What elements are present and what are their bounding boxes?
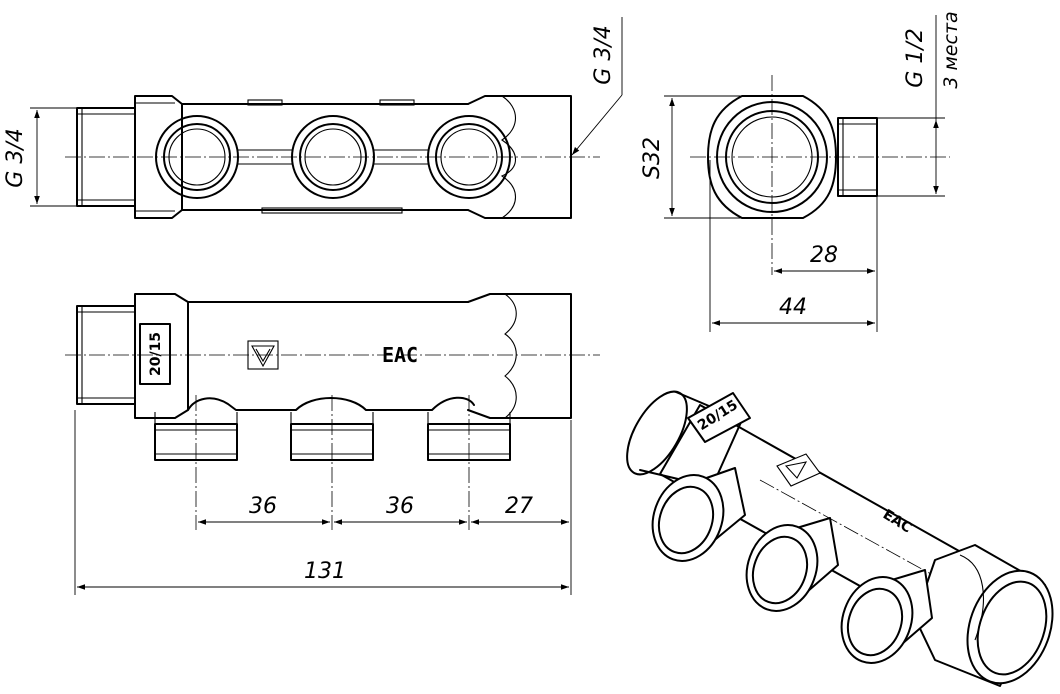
isometric-view: 20/15 EAC [626,390,1054,687]
top-view: G 3/4 G 3/4 [3,17,623,219]
front-view-dim-pitch-2-label: 36 [386,494,414,519]
front-view-size-plate [139,323,171,385]
front-view-outlet-1 [154,395,238,530]
end-view-branch-thread-label: G 1/2 [903,28,928,87]
top-view-right-thread-label: G 3/4 [591,25,616,84]
front-view-right-hex [467,293,572,419]
end-view-hex-outline [707,95,837,219]
front-view: 20/15 EAC [65,293,600,595]
front-view-dim-end-label: 27 [505,494,533,519]
iso-logo [776,453,821,487]
top-view-outlet-3 [427,115,511,199]
front-view-outlet-2 [290,395,374,530]
iso-size-plate [687,392,751,443]
end-view: S32 G 1/2 3 места 28 44 [640,11,962,332]
end-view-branch [837,117,878,197]
front-view-outlet-3 [427,395,511,530]
end-view-hex-label: S32 [640,137,665,179]
front-view-dim-total-label: 131 [304,559,346,584]
top-view-outlet-2 [291,115,375,199]
front-view-dim-pitch-1-label: 36 [249,494,277,519]
iso-outlet-2 [745,517,839,612]
front-view-body-bottom [187,396,475,411]
end-view-branch-count-label: 3 места [940,11,962,88]
front-view-cert-marking: EAC [382,343,418,367]
front-view-size-marking: 20/15 [148,332,164,376]
iso-outlet-3 [840,569,933,664]
iso-outlet-1 [651,467,746,562]
end-view-dim-44-label: 44 [779,295,807,320]
top-view-left-thread-label: G 3/4 [3,128,28,187]
top-view-outlet-1 [155,115,239,199]
end-view-dim-28-label: 28 [810,243,838,268]
manufacturer-logo-icon [247,340,279,370]
